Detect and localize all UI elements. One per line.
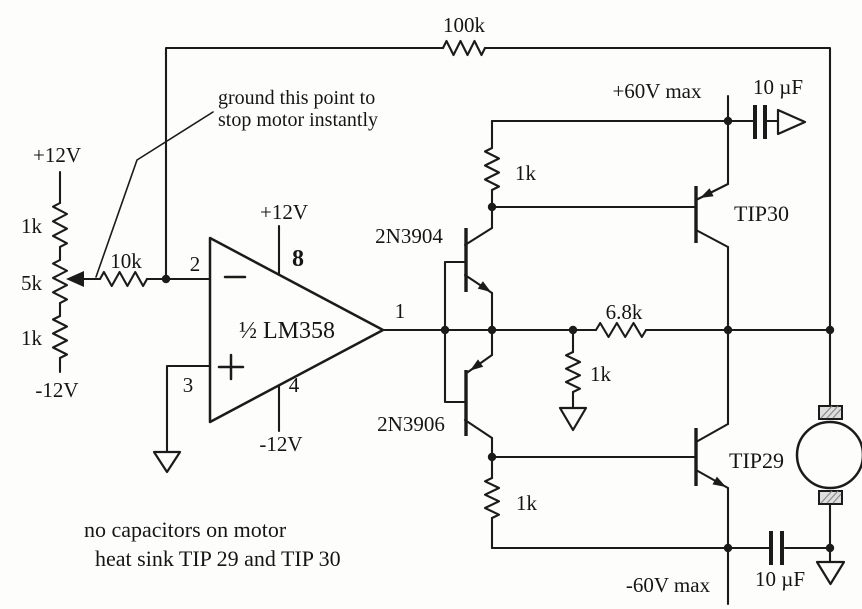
junction-dots — [161, 116, 835, 553]
capacitor-top-arrow-symbol — [776, 108, 807, 136]
pot-label: 5k — [21, 271, 43, 295]
junction-dot — [440, 325, 450, 335]
note: no capacitors on motor heat sink TIP 29 … — [84, 517, 341, 571]
wire — [164, 46, 832, 408]
divider-r-top-label: 1k — [21, 214, 43, 238]
opamp: 2 3 8 4 +12V -12V ½ LM358 1 — [152, 200, 447, 474]
motor-terminal-top-hatch — [820, 405, 842, 419]
feedback-network: 100k — [164, 13, 832, 408]
cap-bottom-label: 10 µF — [755, 567, 805, 591]
junction-dot — [723, 325, 733, 335]
opamp-name-label: ½ LM358 — [239, 318, 335, 344]
transistor-leads — [463, 226, 494, 440]
motor-terminal-bottom-hatch — [820, 490, 842, 504]
junction-dot — [487, 325, 497, 335]
cap-top-label: 10 µF — [753, 75, 803, 99]
pnp-driver-label: 2N3906 — [377, 412, 445, 436]
pin-1-label: 1 — [395, 299, 406, 323]
annotation-line2: stop motor instantly — [218, 109, 378, 131]
capacitor-bottom-plates — [769, 531, 784, 565]
resistor-100k — [441, 39, 487, 57]
neg-rail-label: -60V max — [626, 573, 711, 597]
junction-dot — [487, 202, 497, 212]
wire — [164, 224, 447, 454]
noninverting-input-symbol — [217, 353, 245, 381]
divider-pos-supply-label: +12V — [33, 143, 81, 167]
resistor-1k-top — [51, 201, 69, 249]
divider-neg-supply-label: -12V — [35, 378, 78, 402]
pullup-resistor-label: 1k — [515, 161, 537, 185]
annotation-line1: ground this point to — [218, 87, 375, 109]
junction-dot — [723, 543, 733, 553]
pot-wiper-arrow — [66, 271, 84, 287]
junction-dot — [825, 543, 835, 553]
opamp-neg-supply-label: -12V — [259, 432, 302, 456]
tip30-label: TIP30 — [734, 201, 789, 226]
npn-driver-label: 2N3904 — [375, 224, 443, 248]
motor-body — [795, 420, 862, 490]
tip29-emitter-arrow — [712, 476, 726, 487]
power-stage: +60V max 10 µF TIP30 TIP29 -60V max 10 µ… — [490, 75, 832, 606]
junction-dot — [825, 325, 835, 335]
npn-emitter-arrow — [477, 281, 491, 292]
resistor-6k8 — [594, 321, 648, 339]
motor-terminal-bottom — [818, 490, 843, 505]
wire — [490, 94, 832, 606]
junction-dot — [568, 325, 578, 335]
capacitor-top-plates — [753, 105, 767, 139]
annotation: ground this point to stop motor instantl… — [95, 87, 378, 278]
junction-dot — [161, 274, 171, 284]
series-resistor-label: 10k — [110, 249, 142, 273]
transistor-leads — [694, 182, 730, 490]
pin-4-label: 4 — [289, 373, 300, 397]
opamp-triangle — [208, 236, 385, 424]
divider-r-bottom-label: 1k — [21, 326, 43, 350]
bias-resistor-label: 1k — [590, 362, 612, 386]
motor-terminal-top — [818, 405, 843, 420]
pos-rail-label: +60V max — [612, 79, 702, 103]
pin-3-label: 3 — [183, 373, 194, 397]
note-line1: no capacitors on motor — [84, 517, 287, 542]
wire — [443, 119, 730, 550]
pulldown-resistor-label: 1k — [516, 491, 538, 515]
note-line2: heat sink TIP 29 and TIP 30 — [95, 546, 341, 571]
tip30-emitter-arrow — [700, 188, 714, 198]
resistor-1k-bias — [564, 350, 582, 394]
ground-symbol — [815, 560, 846, 586]
pin-2-label: 2 — [190, 252, 201, 276]
junction-dot — [487, 452, 497, 462]
resistor-1k-pullup — [483, 146, 501, 192]
resistor-1k-bottom — [51, 314, 69, 360]
ground-symbol — [558, 406, 588, 432]
resistor-10k — [98, 270, 149, 288]
feedback-resistor-label: 100k — [443, 13, 486, 37]
pot-5k — [51, 258, 69, 305]
ground-symbol — [152, 450, 182, 474]
resistor-1k-pulldown — [483, 476, 501, 520]
input-divider: +12V 1k 5k 1k -12V 10k — [21, 143, 168, 402]
driver-stage: 2N3904 2N3906 1k 1k 1k 6.8k — [375, 119, 730, 550]
pnp-emitter-arrow — [470, 359, 484, 371]
motor — [795, 405, 862, 586]
wire — [58, 170, 168, 374]
pin-8-label: 8 — [292, 246, 304, 272]
tip29-label: TIP29 — [729, 448, 784, 473]
annotation-leader-line — [95, 111, 214, 278]
junction-dot — [723, 116, 733, 126]
feedback-6k8-label: 6.8k — [606, 300, 643, 324]
opamp-pos-supply-label: +12V — [260, 200, 308, 224]
